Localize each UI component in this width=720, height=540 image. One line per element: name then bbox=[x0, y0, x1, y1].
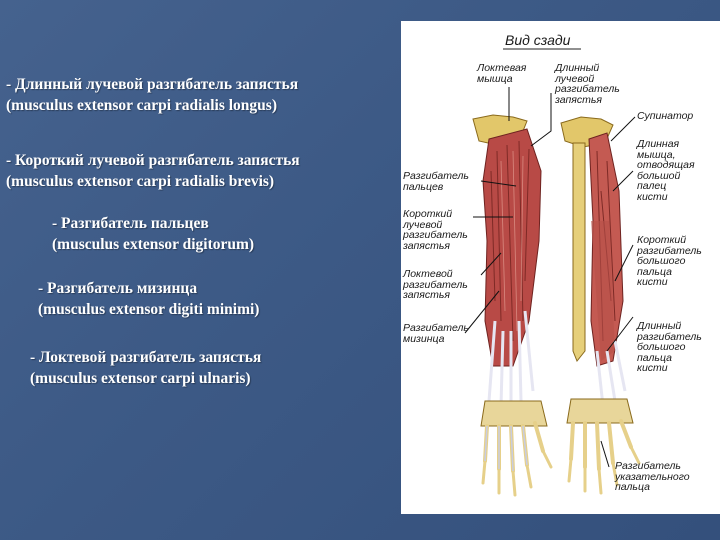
russian-term: - Разгибатель пальцев bbox=[52, 215, 209, 232]
latin-term: (musculus extensor digitorum) bbox=[52, 236, 255, 253]
text-block-extensor-carpi-ulnaris: - Локтевой разгибатель запястья (musculu… bbox=[30, 347, 261, 389]
label-supinator: Супинатор bbox=[637, 110, 694, 122]
text-block-extensor-carpi-radialis-brevis: - Короткий лучевой разгибатель запястья … bbox=[6, 150, 300, 192]
left-forearm-muscles bbox=[472, 114, 553, 497]
text-block-extensor-digitorum: - Разгибатель пальцев (musculus extensor… bbox=[52, 213, 254, 255]
forearm-illustration bbox=[464, 48, 641, 497]
view-title: Вид сзади bbox=[505, 32, 571, 48]
russian-term: - Локтевой разгибатель запястья bbox=[30, 349, 262, 366]
russian-term: - Короткий лучевой разгибатель запястья bbox=[6, 152, 300, 169]
latin-term: (musculus extensor carpi radialis brevis… bbox=[6, 173, 275, 190]
russian-term: - Длинный лучевой разгибатель запястья bbox=[6, 76, 299, 93]
text-block-extensor-carpi-radialis-longus: - Длинный лучевой разгибатель запястья (… bbox=[6, 74, 298, 116]
latin-term: (musculus extensor carpi ulnaris) bbox=[30, 370, 251, 387]
right-forearm-deep-muscles bbox=[560, 116, 641, 495]
latin-term: (musculus extensor digiti minimi) bbox=[38, 301, 260, 318]
latin-term: (musculus extensor carpi radialis longus… bbox=[6, 97, 277, 114]
russian-term: - Разгибатель мизинца bbox=[38, 280, 198, 297]
text-block-extensor-digiti-minimi: - Разгибатель мизинца (musculus extensor… bbox=[38, 278, 259, 320]
leader-lines bbox=[464, 87, 636, 468]
